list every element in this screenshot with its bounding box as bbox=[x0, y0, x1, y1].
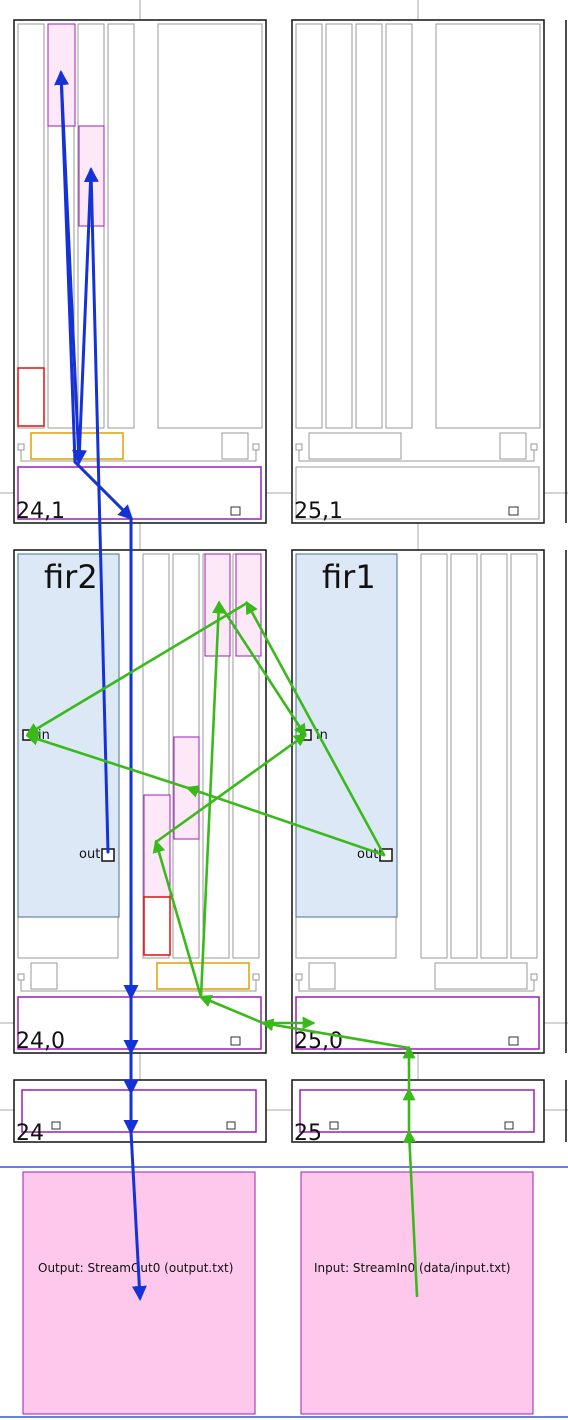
lock-block[interactable] bbox=[143, 896, 171, 956]
net-edge bbox=[217, 601, 307, 738]
tile-25-1[interactable]: 25,1 bbox=[291, 19, 545, 524]
port-square bbox=[17, 973, 25, 981]
port-label: out bbox=[79, 847, 100, 862]
port-box bbox=[221, 432, 249, 460]
kernel-name: fir2 bbox=[44, 558, 98, 596]
net-edge bbox=[129, 1130, 147, 1301]
port-square bbox=[504, 1121, 514, 1130]
net-edge bbox=[83, 167, 110, 854]
tile-label: 24 bbox=[16, 1121, 44, 1146]
port-square bbox=[329, 1121, 339, 1130]
switchbox[interactable] bbox=[295, 466, 540, 520]
port-square bbox=[252, 973, 260, 981]
kernel-name: fir1 bbox=[322, 558, 376, 596]
port-square bbox=[230, 506, 241, 516]
io-output-block[interactable]: Output: StreamOut0 (output.txt) bbox=[22, 1171, 256, 1415]
switchbox[interactable] bbox=[295, 996, 540, 1050]
tile-label: 24,1 bbox=[16, 499, 65, 524]
shim-tile-25[interactable]: 25 bbox=[291, 1079, 545, 1146]
net-edge bbox=[245, 600, 386, 857]
net-edge bbox=[185, 785, 386, 857]
port-square bbox=[508, 506, 519, 516]
port-label: in bbox=[38, 728, 50, 743]
tile-label: 24,0 bbox=[16, 1029, 65, 1054]
io-label: Input: StreamIn0 (data/input.txt) bbox=[314, 1261, 511, 1275]
port-square bbox=[295, 443, 303, 451]
shim-switchbox[interactable] bbox=[299, 1089, 535, 1133]
net-edge bbox=[25, 733, 190, 790]
tile-label: 25 bbox=[294, 1121, 322, 1146]
lock-block[interactable] bbox=[17, 367, 45, 427]
port-square bbox=[530, 443, 538, 451]
port-square bbox=[252, 443, 260, 451]
port-label: in bbox=[316, 728, 328, 743]
tile-label: 25,1 bbox=[294, 499, 343, 524]
net-edge bbox=[198, 995, 265, 1025]
port-box bbox=[308, 962, 336, 990]
net-edge bbox=[154, 733, 308, 844]
net-edge bbox=[260, 1018, 411, 1050]
port-square bbox=[530, 973, 538, 981]
shim-switchbox[interactable] bbox=[21, 1089, 257, 1133]
net-edge bbox=[59, 71, 77, 464]
net-green bbox=[25, 600, 419, 1298]
port-box bbox=[499, 432, 527, 460]
net-edge bbox=[152, 839, 203, 999]
switchbox[interactable] bbox=[17, 466, 262, 520]
tile-24-0[interactable]: fir2 in out 24,0 bbox=[13, 549, 267, 1054]
net-edge bbox=[25, 601, 249, 736]
io-label: Output: StreamOut0 (output.txt) bbox=[38, 1261, 233, 1275]
net-blue bbox=[54, 70, 147, 1301]
tile-25-0[interactable]: fir1 in out 25,0 bbox=[291, 549, 545, 1054]
port-square bbox=[17, 443, 25, 451]
net-edge bbox=[403, 1129, 419, 1298]
dma-block[interactable] bbox=[434, 962, 528, 990]
port-box bbox=[30, 962, 58, 990]
port-square bbox=[508, 1036, 519, 1046]
memory-banks bbox=[295, 23, 541, 429]
dma-block[interactable] bbox=[308, 432, 402, 460]
port-square bbox=[51, 1121, 61, 1130]
shim-tile-24[interactable]: 24 bbox=[13, 1079, 267, 1146]
net-edge bbox=[73, 460, 134, 521]
port-square bbox=[226, 1121, 236, 1130]
port-square bbox=[295, 973, 303, 981]
net-edge bbox=[199, 600, 226, 999]
port-square bbox=[230, 1036, 241, 1046]
tile-24-1[interactable]: 24,1 bbox=[13, 19, 267, 524]
net-edge bbox=[71, 168, 93, 465]
